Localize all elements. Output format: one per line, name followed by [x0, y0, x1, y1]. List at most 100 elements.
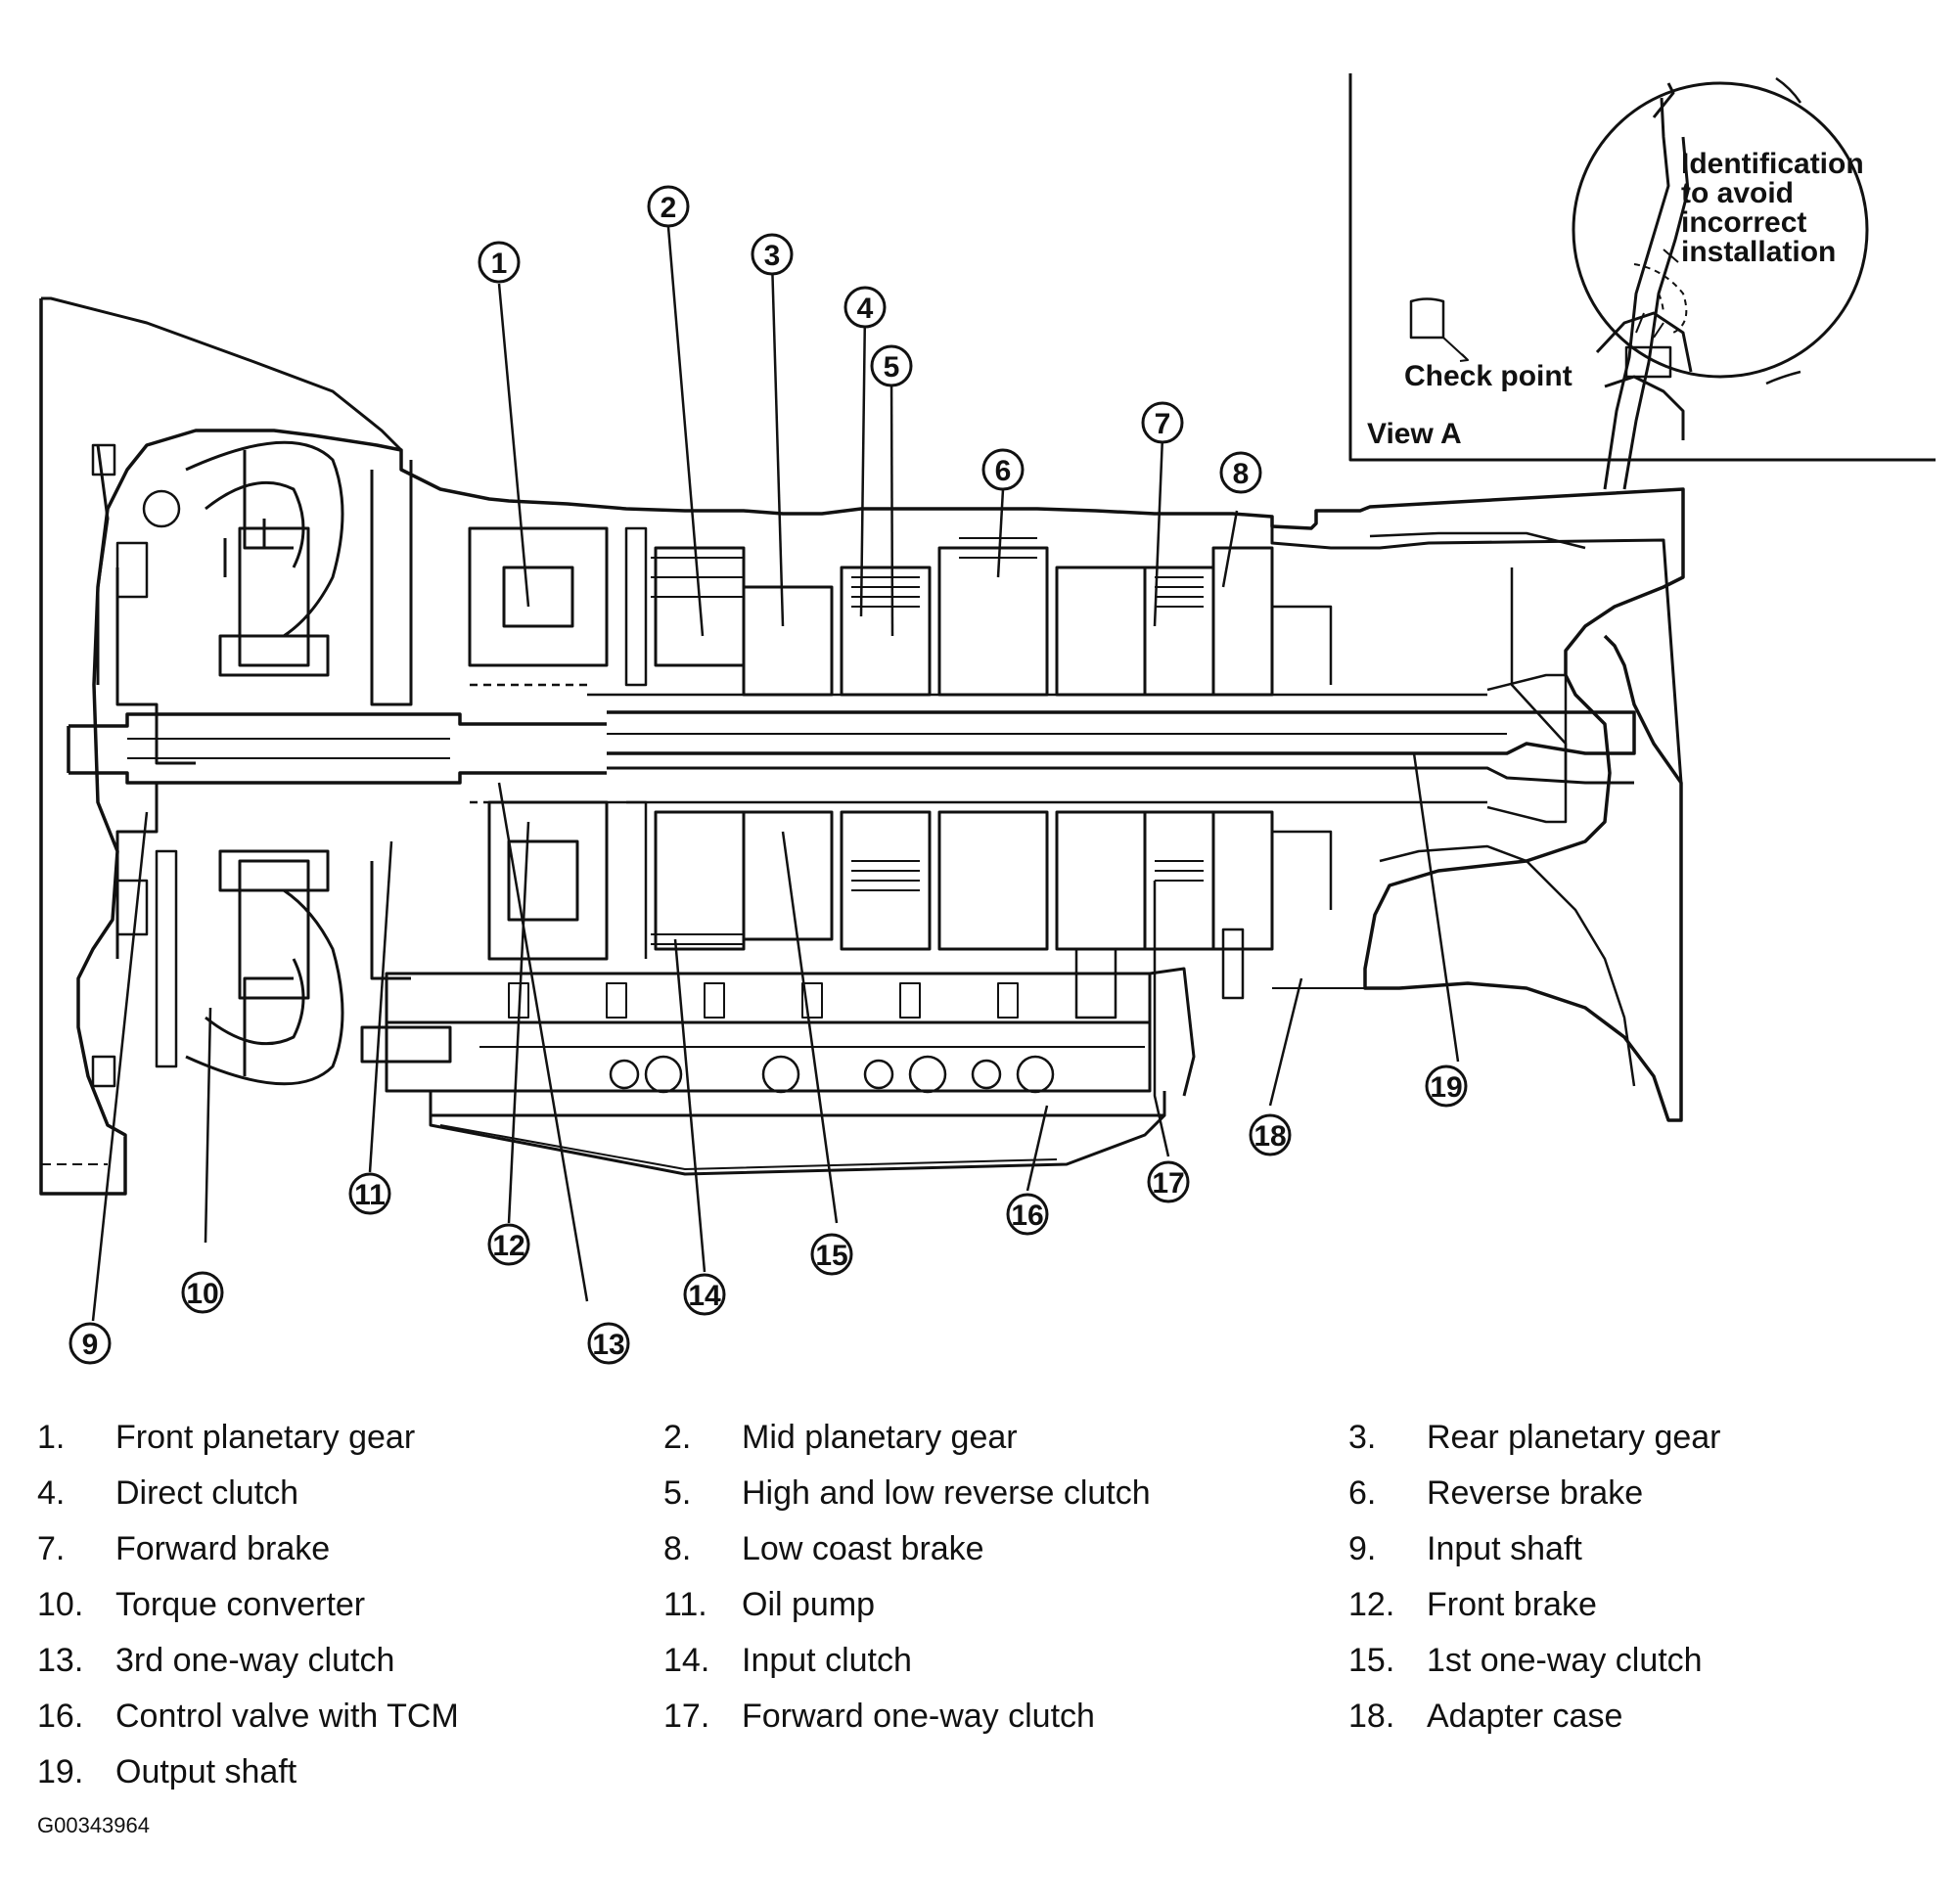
legend-number: 7. — [37, 1530, 66, 1567]
svg-text:6: 6 — [995, 455, 1012, 487]
check-point-label: Check point — [1404, 360, 1573, 392]
torque-converter-drawing — [91, 440, 413, 1088]
legend-number: 12. — [1348, 1586, 1395, 1623]
legend-number: 19. — [37, 1753, 84, 1790]
legend-label: High and low reverse clutch — [742, 1474, 1151, 1512]
legend-item: 16. Control valve with TCM — [37, 1698, 663, 1753]
legend-number: 14. — [663, 1642, 710, 1679]
svg-text:3: 3 — [764, 240, 781, 272]
legend-label: Input shaft — [1427, 1530, 1582, 1567]
legend-item: 3. Rear planetary gear — [1348, 1419, 1896, 1474]
legend-item: 6. Reverse brake — [1348, 1474, 1896, 1530]
legend-item: 1. Front planetary gear — [37, 1419, 663, 1474]
valve-body-drawing — [360, 928, 1245, 1176]
callout-9: 9 — [68, 1322, 112, 1365]
identification-line-2: to avoid — [1681, 177, 1794, 209]
svg-text:4: 4 — [857, 293, 874, 325]
callout-8: 8 — [1219, 451, 1262, 494]
callout-markers: 1 2 3 4 5 6 7 8 9 10 11 12 13 14 15 16 1… — [68, 185, 1468, 1365]
svg-text:17: 17 — [1152, 1167, 1184, 1200]
legend-label: Forward brake — [115, 1530, 331, 1567]
view-a-labels: Identification to avoid incorrect instal… — [1367, 148, 1864, 450]
legend-item: 4. Direct clutch — [37, 1474, 663, 1530]
legend-label: Reverse brake — [1427, 1474, 1644, 1512]
legend-number: 4. — [37, 1474, 66, 1512]
legend-label: Mid planetary gear — [742, 1419, 1018, 1456]
legend-item: 13. 3rd one-way clutch — [37, 1642, 663, 1698]
legend-number: 10. — [37, 1586, 84, 1623]
callout-3: 3 — [751, 233, 794, 276]
callout-2: 2 — [647, 185, 690, 228]
legend-item: 18. Adapter case — [1348, 1698, 1896, 1753]
callout-19: 19 — [1425, 1065, 1468, 1108]
legend-item: 9. Input shaft — [1348, 1530, 1896, 1586]
legend-label: Torque converter — [115, 1586, 366, 1623]
identification-line-4: installation — [1681, 236, 1836, 268]
callout-7: 7 — [1141, 401, 1184, 444]
callout-13: 13 — [587, 1322, 630, 1365]
legend-label: Rear planetary gear — [1427, 1419, 1721, 1456]
view-a-title: View A — [1367, 418, 1462, 450]
svg-text:8: 8 — [1233, 458, 1250, 490]
svg-text:7: 7 — [1155, 408, 1171, 440]
callout-14: 14 — [683, 1273, 726, 1316]
svg-text:18: 18 — [1253, 1120, 1286, 1153]
identification-line-1: Identification — [1681, 148, 1864, 180]
legend-number: 1. — [37, 1419, 66, 1456]
callout-1: 1 — [478, 241, 521, 284]
callout-12: 12 — [487, 1223, 530, 1266]
legend-label: Forward one-way clutch — [742, 1698, 1095, 1735]
legend-number: 6. — [1348, 1474, 1377, 1512]
legend-item: 15. 1st one-way clutch — [1348, 1642, 1896, 1698]
svg-text:5: 5 — [884, 351, 900, 384]
legend-item: 8. Low coast brake — [663, 1530, 1348, 1586]
svg-text:12: 12 — [492, 1230, 524, 1262]
svg-text:19: 19 — [1430, 1071, 1462, 1104]
legend-item: 2.Mid planetary gear — [663, 1419, 1348, 1474]
legend-number: 3. — [1348, 1419, 1377, 1456]
legend-number: 9. — [1348, 1530, 1377, 1567]
legend-item: 12. Front brake — [1348, 1586, 1896, 1642]
parts-legend: 1. Front planetary gear 2.Mid planetary g… — [37, 1419, 1896, 1809]
svg-text:9: 9 — [82, 1329, 99, 1361]
figure-id: G00343964 — [37, 1813, 150, 1837]
view-a-inset — [1348, 73, 1936, 490]
legend-item: 17.Forward one-way clutch — [663, 1698, 1348, 1753]
legend-label: Direct clutch — [115, 1474, 299, 1512]
legend-number: 13. — [37, 1642, 84, 1679]
legend-item: 19.Output shaft — [37, 1753, 663, 1809]
legend-label: 3rd one-way clutch — [115, 1642, 395, 1679]
legend-number: 18. — [1348, 1698, 1395, 1735]
svg-text:16: 16 — [1011, 1200, 1043, 1232]
legend-label: Input clutch — [742, 1642, 912, 1679]
gearset-drawing — [468, 526, 1333, 961]
legend-number: 15. — [1348, 1642, 1395, 1679]
legend-number: 16. — [37, 1698, 84, 1735]
legend-label: Low coast brake — [742, 1530, 984, 1567]
legend-label: Front brake — [1427, 1586, 1597, 1623]
callout-17: 17 — [1147, 1160, 1190, 1203]
callout-11: 11 — [348, 1172, 391, 1215]
shafts-drawing — [67, 673, 1636, 824]
identification-line-3: incorrect — [1681, 206, 1806, 239]
legend-label: Control valve with TCM — [115, 1698, 459, 1735]
svg-text:15: 15 — [815, 1240, 847, 1272]
svg-text:1: 1 — [491, 248, 508, 280]
legend-item: 14. Input clutch — [663, 1642, 1348, 1698]
legend-number: 11. — [663, 1586, 707, 1623]
legend-item: 11.Oil pump — [663, 1586, 1348, 1642]
transmission-cutaway-diagram: 1 2 3 4 5 6 7 8 9 10 11 12 13 14 15 16 1… — [39, 73, 1936, 1365]
legend-label: Adapter case — [1427, 1698, 1623, 1735]
svg-text:11: 11 — [354, 1179, 386, 1211]
legend-label: 1st one-way clutch — [1427, 1642, 1703, 1679]
svg-text:13: 13 — [592, 1329, 624, 1361]
legend-label: Front planetary gear — [115, 1419, 416, 1456]
legend-item: 5. High and low reverse clutch — [663, 1474, 1348, 1530]
callout-18: 18 — [1249, 1113, 1292, 1156]
legend-item: 10. Torque converter — [37, 1586, 663, 1642]
callout-16: 16 — [1006, 1193, 1049, 1236]
svg-text:2: 2 — [661, 192, 677, 224]
leader-lines — [91, 226, 1460, 1322]
legend-number: 5. — [663, 1474, 692, 1512]
legend-number: 8. — [663, 1530, 692, 1567]
